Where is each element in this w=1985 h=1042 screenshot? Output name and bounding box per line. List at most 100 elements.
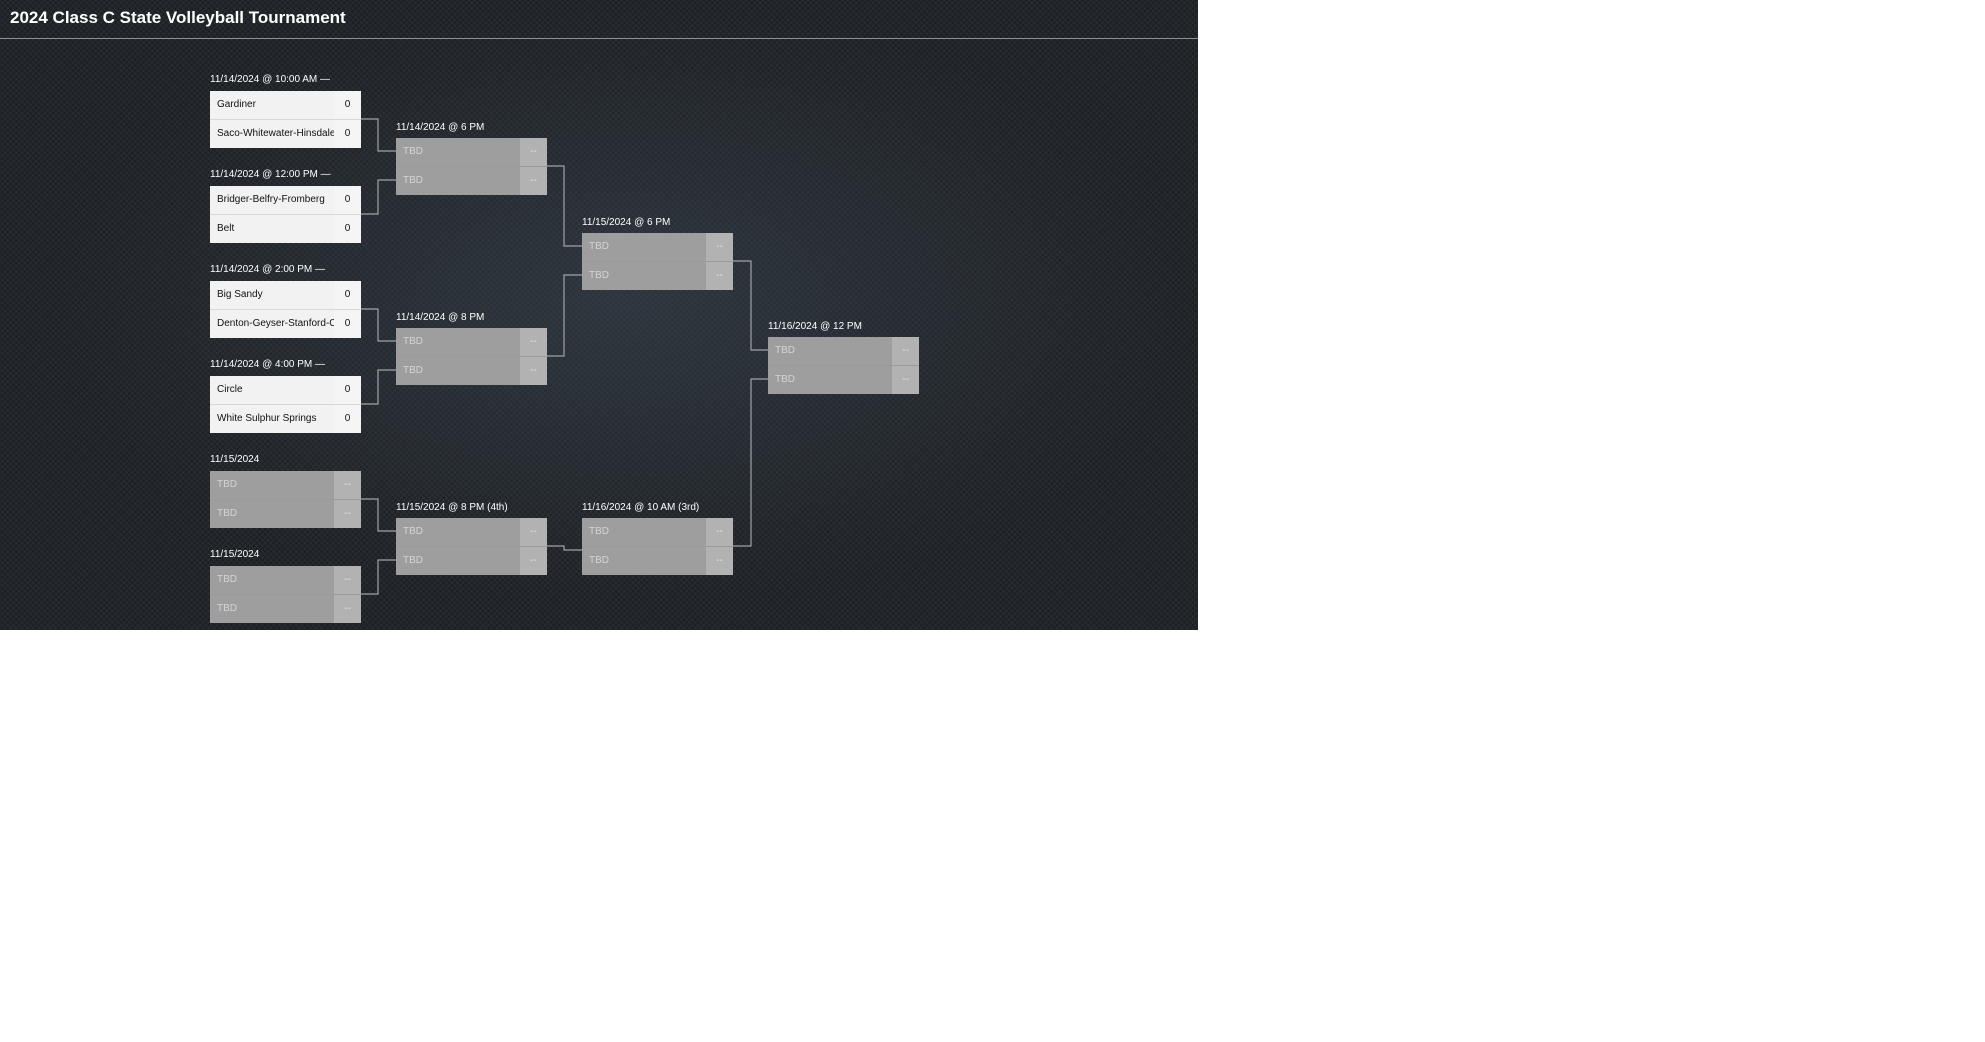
team-score: 0	[334, 186, 361, 214]
match-card[interactable]: TBD -- TBD --	[396, 518, 547, 575]
team-score: --	[334, 471, 361, 499]
row-divider	[210, 404, 361, 405]
match-label: 11/16/2024 @ 12 PM	[768, 321, 862, 332]
match-label: 11/14/2024 @ 10:00 AM —	[210, 74, 331, 85]
team-name: Gardiner	[210, 91, 334, 119]
team-score: --	[520, 357, 547, 385]
team-score: --	[334, 566, 361, 594]
connector-line	[361, 308, 396, 342]
team-row[interactable]: TBD --	[396, 357, 547, 385]
team-score: --	[706, 518, 733, 546]
team-row[interactable]: TBD --	[210, 471, 361, 499]
team-row[interactable]: Circle 0	[210, 376, 361, 404]
title-bar: 2024 Class C State Volleyball Tournament	[0, 0, 1198, 39]
team-row[interactable]: TBD --	[210, 500, 361, 528]
team-name: TBD	[582, 518, 706, 546]
team-row[interactable]: TBD --	[210, 566, 361, 594]
team-name: TBD	[768, 337, 892, 365]
team-name: TBD	[396, 357, 520, 385]
match-card[interactable]: Gardiner 0 Saco-Whitewater-Hinsdale 0	[210, 91, 361, 148]
team-name: TBD	[582, 262, 706, 290]
team-row[interactable]: TBD --	[396, 138, 547, 166]
team-score: --	[892, 337, 919, 365]
team-name: TBD	[210, 595, 334, 623]
team-row[interactable]: TBD --	[396, 518, 547, 546]
team-row[interactable]: Big Sandy 0	[210, 281, 361, 309]
team-name: Belt	[210, 215, 334, 243]
connector-line	[361, 118, 396, 152]
team-name: TBD	[396, 547, 520, 575]
team-score: --	[520, 328, 547, 356]
team-name: TBD	[768, 366, 892, 394]
team-score: --	[520, 138, 547, 166]
team-score: --	[706, 547, 733, 575]
match-card[interactable]: TBD -- TBD --	[582, 518, 733, 575]
team-row[interactable]: Saco-Whitewater-Hinsdale 0	[210, 120, 361, 148]
team-score: --	[706, 233, 733, 261]
match-card[interactable]: TBD -- TBD --	[396, 328, 547, 385]
connector-line	[547, 165, 582, 247]
team-row[interactable]: TBD --	[582, 547, 733, 575]
team-row[interactable]: TBD --	[582, 233, 733, 261]
match-label: 11/14/2024 @ 4:00 PM —	[210, 359, 326, 370]
team-name: TBD	[396, 328, 520, 356]
team-name: Denton-Geyser-Stanford-C	[210, 310, 334, 338]
team-row[interactable]: Belt 0	[210, 215, 361, 243]
team-row[interactable]: Bridger-Belfry-Fromberg 0	[210, 186, 361, 214]
team-name: TBD	[582, 547, 706, 575]
page-title: 2024 Class C State Volleyball Tournament	[10, 8, 346, 27]
bracket-panel: 2024 Class C State Volleyball Tournament…	[0, 0, 1198, 630]
team-row[interactable]: TBD --	[582, 518, 733, 546]
team-name: TBD	[210, 566, 334, 594]
match-label: 11/14/2024 @ 8 PM	[396, 312, 485, 323]
row-divider	[210, 214, 361, 215]
team-score: 0	[334, 91, 361, 119]
team-name: TBD	[210, 500, 334, 528]
match-label: 11/15/2024	[210, 549, 260, 560]
team-name: TBD	[396, 518, 520, 546]
team-score: --	[520, 167, 547, 195]
match-card[interactable]: TBD -- TBD --	[210, 566, 361, 623]
connector-line	[361, 498, 396, 532]
match-card[interactable]: Big Sandy 0 Denton-Geyser-Stanford-C 0	[210, 281, 361, 338]
row-divider	[210, 309, 361, 310]
team-score: 0	[334, 376, 361, 404]
match-label: 11/14/2024 @ 12:00 PM —	[210, 169, 331, 180]
team-row[interactable]: TBD --	[582, 262, 733, 290]
match-card[interactable]: TBD -- TBD --	[396, 138, 547, 195]
connector-line	[361, 179, 396, 215]
team-row[interactable]: TBD --	[396, 328, 547, 356]
team-row[interactable]: TBD --	[768, 337, 919, 365]
team-score: 0	[334, 310, 361, 338]
match-card[interactable]: Bridger-Belfry-Fromberg 0 Belt 0	[210, 186, 361, 243]
team-score: --	[892, 366, 919, 394]
match-label: 11/16/2024 @ 10 AM (3rd)	[582, 502, 700, 513]
row-divider	[210, 119, 361, 120]
team-score: --	[520, 518, 547, 546]
match-label: 11/15/2024 @ 6 PM	[582, 217, 671, 228]
team-name: TBD	[210, 471, 334, 499]
team-name: Big Sandy	[210, 281, 334, 309]
team-row[interactable]: TBD --	[768, 366, 919, 394]
team-row[interactable]: Gardiner 0	[210, 91, 361, 119]
connector-line	[547, 274, 582, 357]
team-row[interactable]: Denton-Geyser-Stanford-C 0	[210, 310, 361, 338]
team-score: --	[706, 262, 733, 290]
team-row[interactable]: TBD --	[396, 547, 547, 575]
team-score: 0	[334, 215, 361, 243]
team-name: Saco-Whitewater-Hinsdale	[210, 120, 334, 148]
team-row[interactable]: TBD --	[396, 167, 547, 195]
team-row[interactable]: TBD --	[210, 595, 361, 623]
team-name: Bridger-Belfry-Fromberg	[210, 186, 334, 214]
match-card[interactable]: TBD -- TBD --	[768, 337, 919, 394]
team-name: TBD	[396, 138, 520, 166]
match-card[interactable]: TBD -- TBD --	[582, 233, 733, 290]
team-score: 0	[334, 281, 361, 309]
team-score: 0	[334, 120, 361, 148]
match-label: 11/15/2024 @ 8 PM (4th)	[396, 502, 508, 513]
team-row[interactable]: White Sulphur Springs 0	[210, 405, 361, 433]
team-name: White Sulphur Springs	[210, 405, 334, 433]
connector-line	[733, 378, 768, 547]
match-card[interactable]: TBD -- TBD --	[210, 471, 361, 528]
match-card[interactable]: Circle 0 White Sulphur Springs 0	[210, 376, 361, 433]
